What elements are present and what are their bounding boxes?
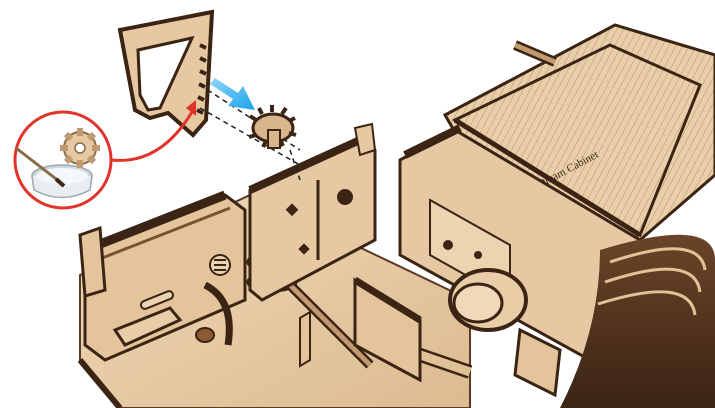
small-gear-part — [249, 105, 296, 148]
direction-arrow-icon — [210, 78, 255, 110]
gear-icon — [60, 128, 100, 168]
wax-dish-icon — [32, 165, 92, 198]
cabinet-body: Dream Cabinet — [355, 25, 715, 408]
toothed-frame-part — [120, 12, 212, 135]
wax-callout — [15, 112, 111, 208]
